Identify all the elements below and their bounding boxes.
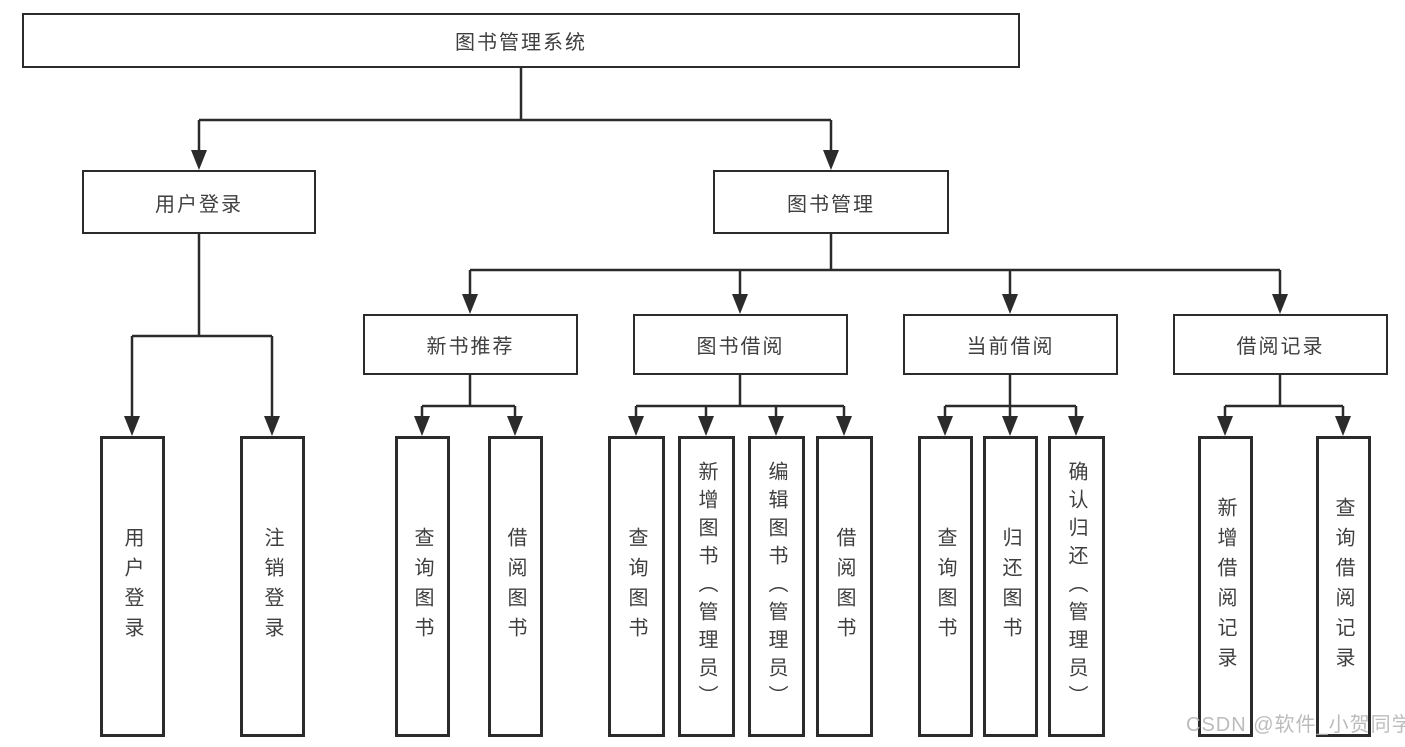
node-new-book-recommend: 新书推荐 <box>363 314 578 375</box>
watermark: CSDN @软件_小贺同学 <box>1186 714 1405 736</box>
leaf-borrow-books-recommend: 借阅图书 <box>488 436 543 737</box>
leaf-logout: 注销登录 <box>240 436 305 737</box>
leaf-add-borrow-record: 新增借阅记录 <box>1198 436 1253 737</box>
leaf-query-books-borrow: 查询图书 <box>608 436 665 737</box>
leaf-add-book-admin: 新增图书（管理员） <box>678 436 735 737</box>
leaf-query-borrow-record: 查询借阅记录 <box>1316 436 1371 737</box>
leaf-return-book: 归还图书 <box>983 436 1038 737</box>
node-current-borrow: 当前借阅 <box>903 314 1118 375</box>
leaf-borrow-books-2: 借阅图书 <box>816 436 873 737</box>
leaf-user-login: 用户登录 <box>100 436 165 737</box>
leaf-confirm-return-admin: 确认归还（管理员） <box>1048 436 1105 737</box>
leaf-edit-book-admin: 编辑图书（管理员） <box>748 436 805 737</box>
arrowhead-icons <box>124 150 1351 436</box>
leaf-query-books-recommend: 查询图书 <box>395 436 450 737</box>
node-root-library-system: 图书管理系统 <box>22 13 1020 68</box>
leaf-query-books-current: 查询图书 <box>918 436 973 737</box>
node-book-management: 图书管理 <box>713 170 949 234</box>
node-borrow-record: 借阅记录 <box>1173 314 1388 375</box>
node-book-borrow: 图书借阅 <box>633 314 848 375</box>
node-user-login: 用户登录 <box>82 170 316 234</box>
